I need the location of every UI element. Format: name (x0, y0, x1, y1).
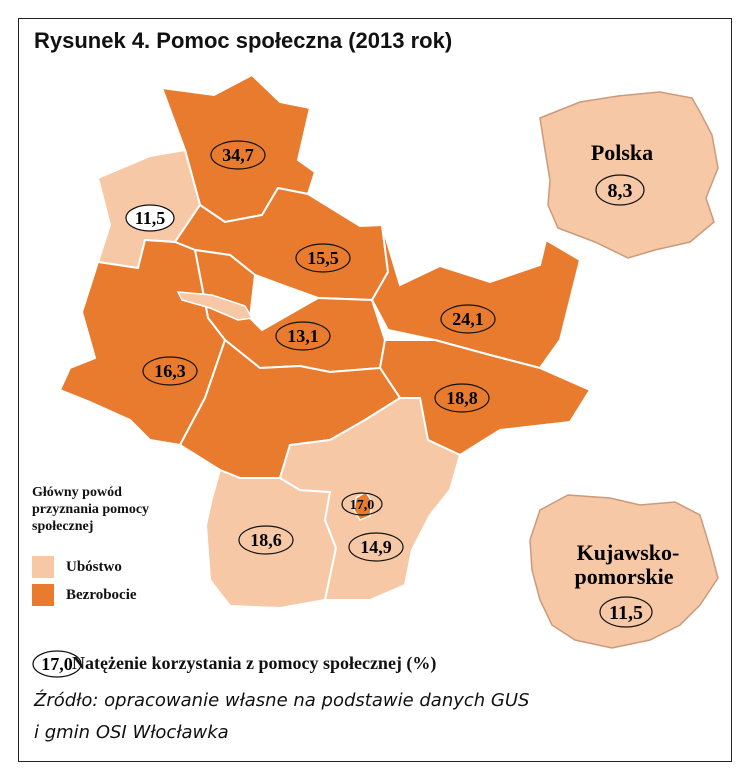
inset-polska-name: Polska (591, 140, 653, 165)
label-nw: 11,5 (125, 204, 175, 232)
svg-text:16,3: 16,3 (154, 361, 186, 381)
inset-polska-value: 8,3 (595, 174, 645, 206)
legend-item-unemployment: Bezrobocie (32, 584, 137, 606)
legend-title-line-1: Główny powód (32, 485, 122, 500)
label-s: 14,9 (348, 532, 404, 562)
region-west-small (176, 291, 254, 321)
svg-text:24,1: 24,1 (452, 309, 484, 329)
region-labels: 34,7 11,5 15,5 13,1 16,3 24,1 18,8 18,6 (125, 140, 496, 562)
label-w: 16,3 (142, 356, 198, 386)
label-n-center: 15,5 (295, 243, 351, 273)
inset-kujawsko-shape (529, 494, 719, 649)
label-enclave: 17,0 (341, 492, 383, 516)
label-n-top: 34,7 (210, 140, 266, 170)
label-sw: 18,6 (238, 525, 294, 555)
inset-kujawsko-name-2: pomorskie (575, 564, 674, 589)
legend-label-unemployment: Bezrobocie (66, 586, 137, 603)
figure-title: Rysunek 4. Pomoc społeczna (2013 rok) (34, 28, 453, 53)
region-ne (370, 224, 582, 370)
legend-item-poverty: Ubóstwo (32, 556, 122, 578)
svg-text:17,0: 17,0 (350, 498, 375, 513)
svg-text:17,0: 17,0 (41, 654, 73, 674)
legend-title: Główny powód przyznania pomocy społeczne… (32, 484, 222, 535)
inset-kujawsko-name-1: Kujawsko- (577, 540, 680, 565)
svg-text:14,9: 14,9 (360, 537, 392, 557)
svg-text:18,8: 18,8 (446, 388, 478, 408)
note-text: Natężenie korzystania z pomocy społeczne… (72, 653, 437, 673)
label-ne: 24,1 (440, 304, 496, 334)
svg-text:18,6: 18,6 (250, 530, 282, 550)
legend-label-poverty: Ubóstwo (66, 558, 122, 575)
svg-text:11,5: 11,5 (609, 602, 643, 624)
inset-kujawsko-value: 11,5 (599, 596, 653, 628)
svg-text:11,5: 11,5 (135, 208, 166, 228)
label-e: 18,8 (434, 383, 490, 413)
source-line-2: i gmin OSI Włocławka (34, 722, 229, 743)
svg-text:8,3: 8,3 (608, 180, 633, 202)
source-line-1: Źródło: opracowanie własne na podstawie … (34, 690, 530, 711)
note-sample-ellipse: 17,0 (32, 650, 82, 678)
region-enclave (353, 490, 373, 521)
legend-title-line-2: przyznania pomocy (32, 502, 150, 517)
legend-swatch-poverty (32, 556, 54, 578)
legend-title-line-3: społecznej (32, 519, 94, 534)
svg-text:15,5: 15,5 (307, 248, 339, 268)
svg-text:34,7: 34,7 (222, 145, 254, 165)
inset-polska-shape (539, 91, 719, 259)
legend-swatch-unemployment (32, 584, 54, 606)
label-center: 13,1 (275, 321, 331, 351)
svg-text:13,1: 13,1 (287, 326, 319, 346)
